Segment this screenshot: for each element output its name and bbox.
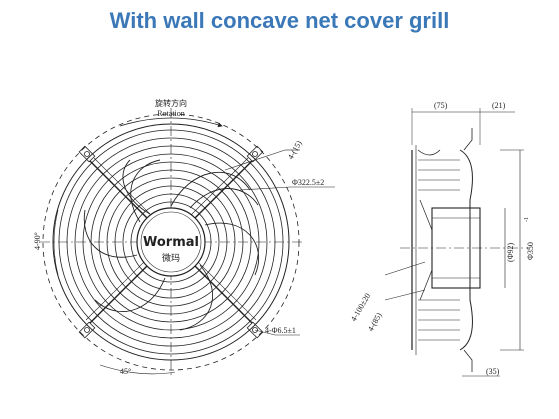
dim-bottom: (35) bbox=[486, 367, 500, 376]
side-view bbox=[384, 108, 530, 377]
blade-profile bbox=[459, 149, 473, 351]
front-view bbox=[40, 108, 335, 376]
dim-bolt-circle: 4-100±20 bbox=[349, 292, 372, 323]
dim-top-right: (21) bbox=[492, 101, 506, 110]
mount-width-label: 4-(15) bbox=[286, 139, 304, 161]
page-title: With wall concave net cover grill bbox=[109, 8, 450, 33]
holes-label: 4-Φ6.5±1 bbox=[265, 326, 296, 335]
rotation-label-en: Rotation bbox=[157, 109, 185, 118]
dim-top-left: (75) bbox=[434, 101, 448, 110]
fan-blade bbox=[170, 172, 251, 207]
motor-hub bbox=[136, 207, 206, 277]
logo-text: Wormal bbox=[143, 235, 199, 250]
rotation-label-cn: 旋转方向 bbox=[155, 98, 187, 108]
mount-foot bbox=[78, 145, 96, 163]
brand-logo: Wormal 微玛 bbox=[143, 235, 199, 264]
angle-left-label: 4-90° bbox=[33, 232, 42, 250]
logo-chinese: 微玛 bbox=[162, 252, 180, 264]
diameter-label: Φ322.5±2 bbox=[292, 178, 324, 187]
dim-outer-tol: -1 bbox=[524, 217, 530, 222]
dim-inner: (Φ92) bbox=[506, 242, 515, 262]
dim-bolt-circle-2: 4-(85) bbox=[366, 311, 384, 333]
rotation-arrow bbox=[119, 117, 223, 128]
dim-outer: Φ350 bbox=[526, 242, 535, 260]
angle-bottom-label: 45° bbox=[120, 367, 131, 376]
